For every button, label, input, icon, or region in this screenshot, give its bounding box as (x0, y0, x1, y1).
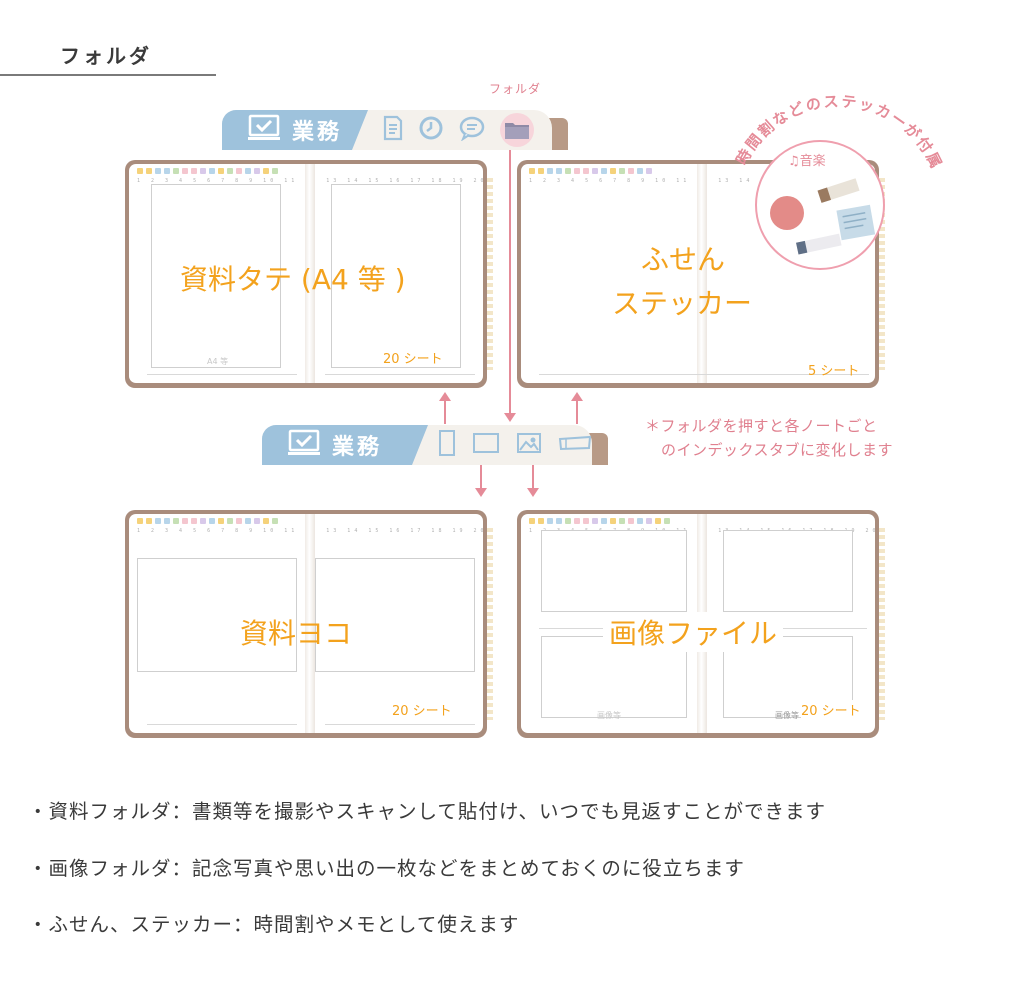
notebook-spine (305, 164, 315, 383)
section-rule (0, 74, 216, 76)
date-tabs (137, 168, 278, 176)
document-icon[interactable] (382, 115, 404, 145)
edge-index-tabs (879, 528, 885, 720)
date-tabs (137, 518, 278, 526)
notebook-spine (305, 514, 315, 733)
notebook-sticky-label-line2: ステッカー (612, 287, 753, 320)
notebook-portrait-docs-count: 20 シート (383, 352, 443, 367)
page-footer-line (539, 374, 869, 375)
landscape-page-icon[interactable] (472, 432, 500, 458)
frame-caption: 画像等 (597, 711, 621, 720)
top-tab-bar-edge (548, 118, 568, 150)
sticker-badge-arc-text: 時間割などのステッカーが付属 (732, 92, 944, 172)
arrow-to-sticky-notes (571, 392, 583, 424)
document-frame-left (137, 558, 297, 672)
notebook-landscape-docs[interactable]: 1 2 3 4 5 6 7 8 9 10 11 12 13 14 15 16 1… (125, 510, 493, 738)
page-footer-line (717, 628, 867, 629)
day-numbers: 1 2 3 4 5 6 7 8 9 10 11 12 13 14 15 16 1… (529, 178, 817, 184)
notebook-spine (697, 164, 707, 383)
monitor-check-icon (288, 429, 320, 461)
page-footer-line (325, 724, 475, 725)
sticker-badge-arc: 時間割などのステッカーが付属 (732, 92, 944, 172)
portrait-page-icon[interactable] (438, 429, 456, 461)
folder-tab-note-line2: のインデックスタブに変化します (661, 441, 894, 459)
music-sticker-label: ♫音楽 (788, 154, 826, 169)
edge-index-tabs (879, 178, 885, 370)
top-tab-icons (382, 110, 534, 150)
section-title: フォルダ (60, 44, 152, 68)
top-tab-work-label: 業務 (292, 120, 343, 145)
bullet-image-folder: ・画像フォルダ：記念写真や思い出の一枚などをまとめておくのに役立ちます (28, 857, 745, 880)
notebook-image-files-label: 画像ファイル (603, 612, 784, 652)
bottom-tab-icons (438, 425, 592, 465)
page-footer-line (325, 374, 475, 375)
edge-index-tabs (487, 528, 493, 720)
top-tab-bar: 業務 (222, 110, 568, 150)
notebook-image-files-count: 20 シート (801, 700, 861, 719)
notebook-sticky-notes[interactable]: 1 2 3 4 5 6 7 8 9 10 11 12 13 14 15 16 1… (517, 160, 885, 388)
bottom-tab-bar: 業務 (262, 425, 608, 465)
folder-callout: フォルダ (489, 82, 542, 96)
top-tab-work[interactable]: 業務 (222, 110, 368, 150)
page-footer-line (147, 724, 297, 725)
folder-tab-note-line1: ＊フォルダを押すと各ノートごと (645, 417, 878, 435)
frame-caption: A4 等 (207, 357, 229, 366)
sticker-badge (755, 140, 885, 270)
notebook-page: 1 2 3 4 5 6 7 8 9 10 11 12 13 14 15 16 1… (129, 514, 483, 733)
image-frame-top-right (723, 530, 853, 612)
chat-bubble-icon[interactable] (458, 115, 486, 145)
image-file-icon[interactable] (516, 432, 542, 458)
notebook-page: 1 2 3 4 5 6 7 8 9 10 11 12 13 14 15 16 1… (129, 164, 483, 383)
page-footer-line (147, 374, 297, 375)
edge-index-tabs (487, 178, 493, 370)
arrow-to-portrait-docs (439, 392, 451, 424)
svg-text:時間割などのステッカーが付属: 時間割などのステッカーが付属 (732, 92, 946, 172)
notebook-portrait-docs[interactable]: 1 2 3 4 5 6 7 8 9 10 11 12 13 14 15 16 1… (125, 160, 493, 388)
sticker-illustration (770, 178, 876, 255)
notebook-sticky-label-line1: ふせん (641, 243, 726, 276)
arrow-to-image-files (527, 465, 539, 497)
bottom-tab-work-label: 業務 (332, 435, 383, 460)
bullet-document-folder: ・資料フォルダ：書類等を撮影やスキャンして貼付け、いつでも見返すことができます (28, 800, 826, 823)
folder-tab-note: ＊フォルダを押すと各ノートごと のインデックスタブに変化します (645, 414, 893, 462)
notebook-sticky-count: 5 シート (808, 364, 860, 379)
monitor-check-icon (248, 114, 280, 146)
arrow-to-landscape-docs (475, 465, 487, 497)
notebook-portrait-docs-label: 資料タテ (A4 等 ) (180, 263, 406, 296)
bottom-tab-work[interactable]: 業務 (262, 425, 428, 465)
clock-icon[interactable] (418, 115, 444, 145)
frame-caption-right: 画像等 (775, 711, 799, 720)
notebook-landscape-docs-label: 資料ヨコ (240, 617, 353, 650)
folder-callout-arrow (504, 150, 516, 422)
notebook-landscape-docs-count: 20 シート (392, 704, 452, 719)
date-tabs (529, 518, 670, 526)
folder-icon[interactable] (500, 113, 534, 147)
sticky-note-icon[interactable] (558, 434, 592, 456)
document-frame-left (151, 184, 281, 368)
bottom-tab-bar-edge (588, 433, 608, 465)
date-tabs (529, 168, 652, 176)
bullet-sticky-sticker: ・ふせん、ステッカー：時間割やメモとして使えます (28, 913, 520, 936)
image-frame-top-left (541, 530, 687, 612)
document-frame-right (331, 184, 461, 368)
document-frame-right (315, 558, 475, 672)
